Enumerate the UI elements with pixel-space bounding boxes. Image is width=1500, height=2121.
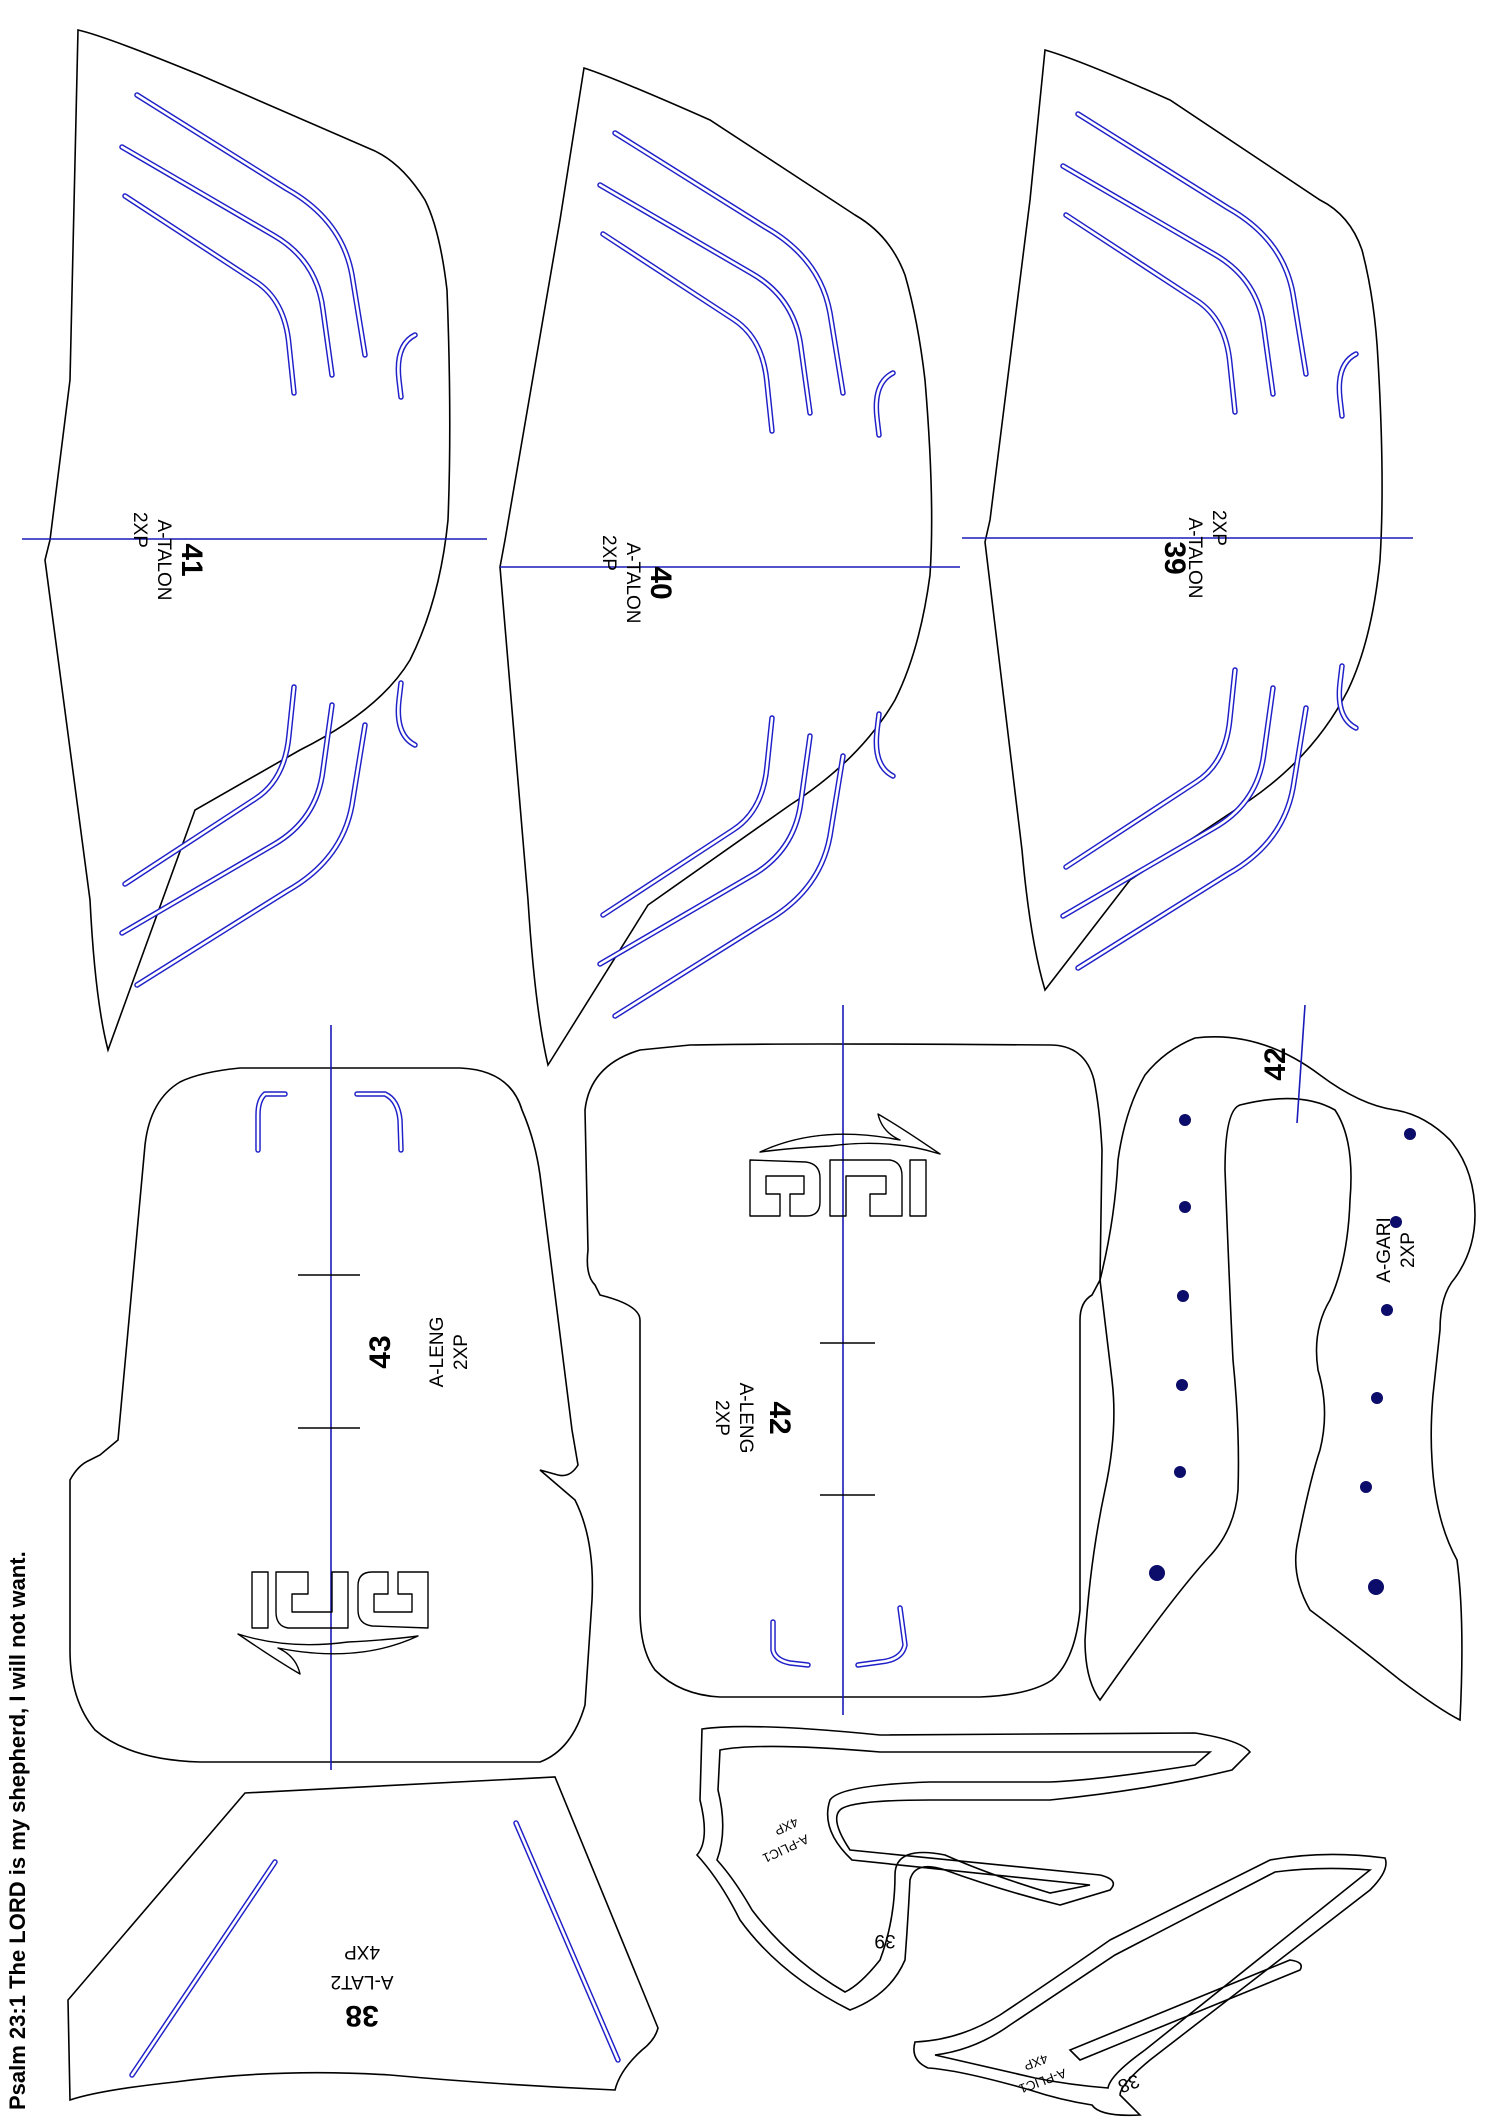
piece-42-gari-axis (1296, 1004, 1306, 1124)
piece-38-plic1-qty: 4XP (1022, 2051, 1050, 2074)
piece-41: 41 A-TALON 2XP (22, 29, 487, 1053)
piece-40-name: A-TALON (622, 543, 643, 624)
piece-42-leng: 42 A-LENG 2XP (584, 1005, 1103, 1715)
piece-42-leng-qty: 2XP (711, 1400, 732, 1436)
piece-42-gari-number: 42 (1259, 1047, 1292, 1080)
piece-39: 39 A-TALON 2XP (962, 48, 1413, 992)
piece-41-number: 41 (175, 543, 208, 576)
piece-40-qty: 2XP (598, 535, 619, 571)
piece-39-number: 39 (1158, 541, 1191, 574)
piece-43-number: 43 (364, 1335, 397, 1368)
piece-42-gari: 42 A-GARI 2XP (1084, 1004, 1476, 1722)
verse-text: Psalm 23:1 The LORD is my shepherd, I wi… (5, 1551, 30, 2110)
piece-39-plic1-qty: 4XP (772, 1814, 801, 1838)
piece-39-plic1-number: 39 (874, 1930, 895, 1951)
piece-38-lat2: 38 A-LAT2 4XP (67, 1776, 659, 2102)
piece-38-lat2-name: A-LAT2 (330, 1971, 393, 1992)
piece-38-lat2-outline (67, 1776, 659, 2102)
piece-43: 43 A-LENG 2XP (69, 1025, 594, 1770)
piece-38-plic1-number: 38 (1115, 2069, 1142, 2096)
piece-42-leng-number: 42 (763, 1401, 796, 1434)
piece-43-outline (69, 1067, 594, 1763)
piece-38-plic1-name: A-PLIC1 (1017, 2066, 1068, 2097)
piece-38-lat2-qty: 4XP (344, 1941, 380, 1962)
piece-42-gari-qty: 2XP (1398, 1232, 1419, 1268)
piece-41-outline (44, 29, 451, 1053)
piece-40: 40 A-TALON 2XP (499, 66, 960, 1068)
piece-40-outline (499, 66, 933, 1068)
piece-43-name: A-LENG (427, 1317, 448, 1388)
piece-39-plic1-outline (695, 1725, 1252, 2011)
piece-39-outline (984, 48, 1383, 992)
piece-42-leng-name: A-LENG (735, 1383, 756, 1454)
piece-38-lat2-number: 38 (345, 1999, 378, 2032)
piece-43-qty: 2XP (451, 1334, 472, 1370)
piece-38-plic1-outline (913, 1853, 1387, 2117)
piece-40-number: 40 (644, 566, 677, 599)
piece-39-qty: 2XP (1208, 510, 1229, 546)
piece-42-gari-outline (1084, 1036, 1476, 1722)
piece-38-plic1: 38 A-PLIC1 4XP (913, 1853, 1387, 2117)
piece-41-qty: 2XP (129, 512, 150, 548)
piece-42-gari-name: A-GARI (1374, 1217, 1395, 1282)
piece-39-plic1-name: A-PLIC1 (760, 1832, 811, 1866)
piece-41-name: A-TALON (153, 520, 174, 601)
piece-42-leng-outline (584, 1043, 1103, 1698)
piece-39-name: A-TALON (1184, 518, 1205, 599)
piece-39-plic1: 39 A-PLIC1 4XP (695, 1725, 1252, 2011)
